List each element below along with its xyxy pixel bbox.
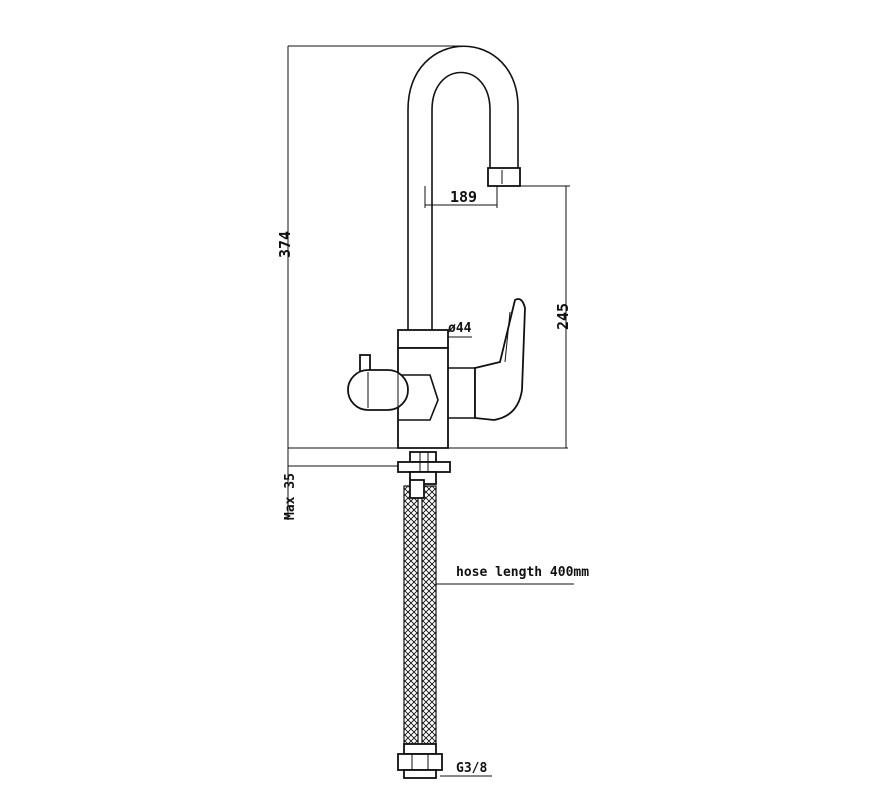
- dim-body-diameter: ø44: [448, 321, 472, 336]
- spout: [407, 45, 521, 330]
- lever-handle: [474, 298, 526, 421]
- hose-length-label: hose length 400mm: [456, 565, 589, 580]
- thread-size-label: G3/8: [456, 761, 487, 776]
- dim-spout-reach: 189: [450, 188, 477, 206]
- dim-total-height: 374: [276, 231, 294, 258]
- hose-fittings: [397, 743, 443, 779]
- dim-spout-height: 245: [554, 303, 572, 330]
- dim-deck-thickness: Max 35: [283, 473, 298, 520]
- braided-hoses: [403, 479, 437, 745]
- filter-knob: [347, 354, 409, 411]
- faucet-body: [397, 329, 476, 449]
